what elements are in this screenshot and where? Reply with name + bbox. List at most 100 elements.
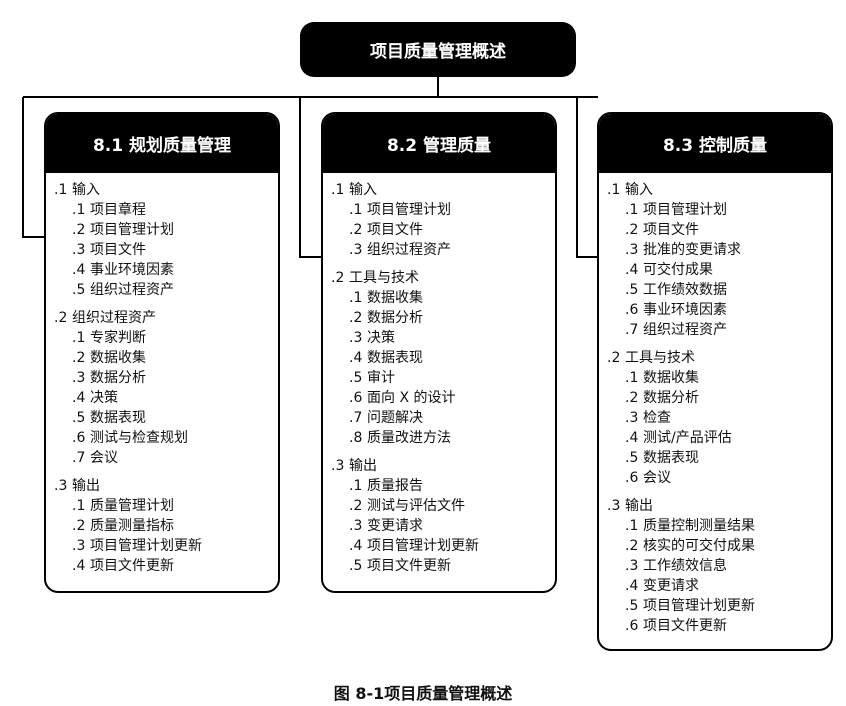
group-number: .2 — [331, 270, 345, 286]
item-number: .5 — [625, 598, 639, 614]
item-text: 项目文件 — [643, 222, 699, 238]
item-text: 项目管理计划更新 — [643, 598, 755, 614]
item-number: .1 — [72, 330, 86, 346]
item-number: .4 — [625, 578, 639, 594]
item-text: 数据分析 — [90, 370, 146, 386]
item-number: .2 — [349, 310, 363, 326]
item-text: 数据收集 — [643, 370, 699, 386]
item-text: 组织过程资产 — [367, 242, 451, 258]
item-text: 项目文件更新 — [367, 558, 451, 574]
item-number: .2 — [72, 350, 86, 366]
item-text: 测试与评估文件 — [367, 498, 465, 514]
group-label: 输入 — [625, 182, 653, 198]
item-text: 质量管理计划 — [90, 498, 174, 514]
item-text: 项目管理计划 — [90, 222, 174, 238]
item-text: 数据收集 — [367, 290, 423, 306]
item-number: .2 — [72, 518, 86, 534]
item-number: .3 — [625, 558, 639, 574]
item-text: 项目管理计划更新 — [367, 538, 479, 554]
item-text: 工作绩效数据 — [643, 282, 727, 298]
item-number: .4 — [349, 350, 363, 366]
group-number: .1 — [331, 182, 345, 198]
item-text: 项目文件 — [90, 242, 146, 258]
item-text: 项目管理计划 — [367, 202, 451, 218]
item-text: 问题解决 — [367, 410, 423, 426]
item-text: 测试与检查规划 — [90, 430, 188, 446]
item-text: 组织过程资产 — [90, 282, 174, 298]
item-text: 质量测量指标 — [90, 518, 174, 534]
group-label: 工具与技术 — [349, 270, 419, 286]
item-number: .1 — [72, 202, 86, 218]
item-number: .4 — [625, 430, 639, 446]
item-text: 决策 — [90, 390, 118, 406]
group-number: .1 — [54, 182, 68, 198]
item-number: .3 — [72, 538, 86, 554]
item-text: 质量控制测量结果 — [643, 518, 755, 534]
panel-heading-text: 8.3 控制质量 — [662, 136, 768, 156]
item-number: .6 — [625, 618, 639, 634]
item-text: 项目文件更新 — [90, 558, 174, 574]
item-text: 检查 — [643, 410, 671, 426]
item-number: .4 — [72, 390, 86, 406]
item-text: 面向 X 的设计 — [367, 390, 456, 406]
figure-caption: 图 8-1项目质量管理概述 — [333, 684, 513, 703]
item-number: .4 — [625, 262, 639, 278]
item-number: .1 — [349, 202, 363, 218]
item-text: 质量改进方法 — [367, 430, 451, 446]
item-text: 事业环境因素 — [90, 262, 174, 278]
item-number: .6 — [72, 430, 86, 446]
item-number: .3 — [349, 242, 363, 258]
item-number: .6 — [349, 390, 363, 406]
item-number: .4 — [72, 558, 86, 574]
item-number: .8 — [349, 430, 363, 446]
item-number: .7 — [625, 322, 639, 338]
item-text: 决策 — [367, 330, 395, 346]
item-number: .7 — [72, 450, 86, 466]
item-number: .5 — [349, 558, 363, 574]
item-number: .1 — [625, 370, 639, 386]
item-text: 数据分析 — [643, 390, 699, 406]
item-text: 专家判断 — [90, 330, 146, 346]
group-label: 输出 — [349, 458, 377, 474]
group-number: .3 — [54, 478, 68, 494]
item-text: 数据表现 — [643, 450, 699, 466]
